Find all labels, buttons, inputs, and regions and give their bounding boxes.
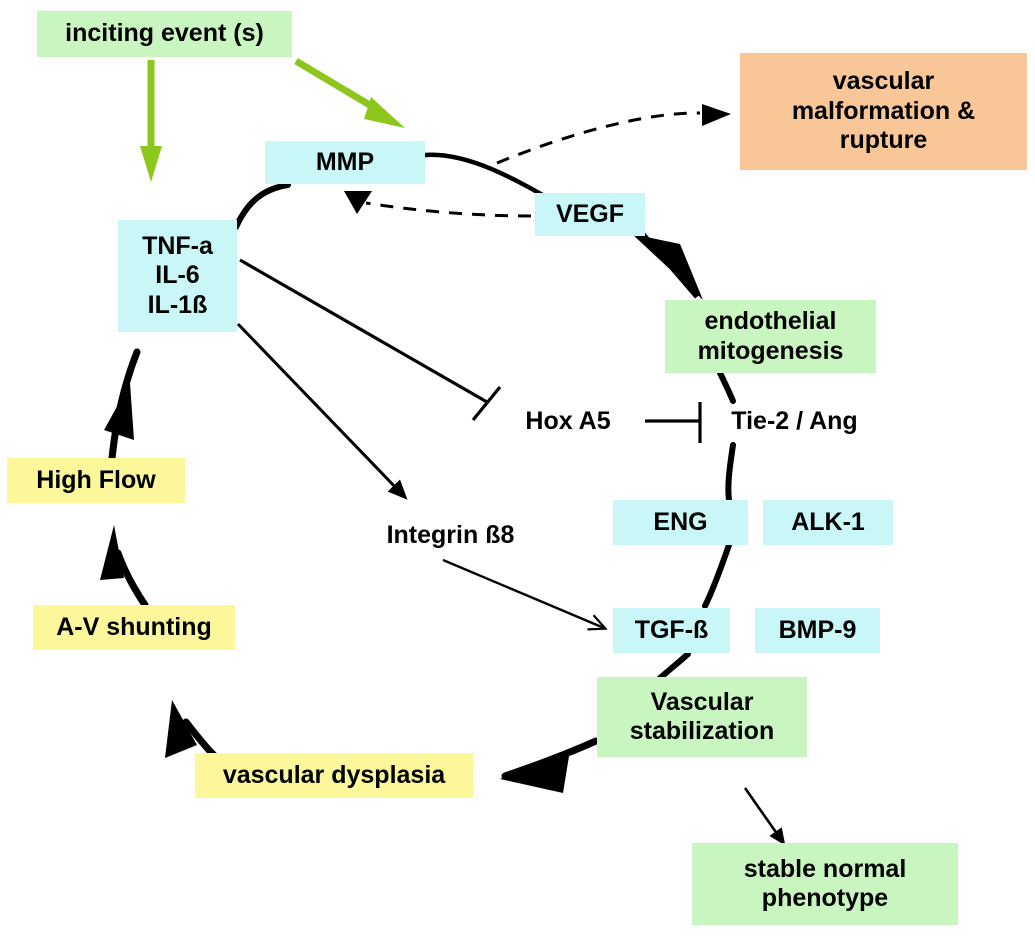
edge-cytokines-to-integrin	[236, 322, 408, 500]
edge-highflow-to-cytokines	[104, 348, 141, 462]
node-inciting-event[interactable]: inciting event (s)	[37, 11, 292, 57]
node-hox-a5[interactable]: Hox A5	[525, 406, 611, 435]
edge-integrin-to-tgfb	[442, 558, 604, 628]
edge-tie2-to-eng	[725, 442, 736, 503]
node-endothelial-mitogenesis[interactable]: endothelial mitogenesis	[665, 300, 876, 373]
node-high-flow[interactable]: High Flow	[7, 458, 185, 503]
node-stable-normal-phenotype[interactable]: stable normal phenotype	[692, 843, 958, 925]
edge-tgfb-to-stabilization	[657, 651, 691, 681]
edge-endothelial-to-tie2	[717, 370, 736, 404]
node-vegf[interactable]: VEGF	[535, 193, 645, 236]
edge-cytokines-to-mmp	[233, 182, 291, 230]
edge-hoxa5-inhibits-tie2	[645, 402, 702, 443]
node-mmp[interactable]: MMP	[265, 141, 425, 184]
node-tie2-ang[interactable]: Tie-2 / Ang	[731, 406, 858, 435]
edge-vegf-to-mmp	[344, 191, 532, 218]
edge-inciting-to-cytokines	[140, 60, 162, 182]
node-tgf-b[interactable]: TGF-ß	[613, 608, 730, 653]
node-integrin-b8[interactable]: Integrin ß8	[386, 520, 515, 549]
node-bmp-9[interactable]: BMP-9	[755, 608, 880, 653]
edge-stabilization-to-phenotype	[743, 787, 786, 846]
node-av-shunting[interactable]: A-V shunting	[33, 605, 235, 650]
edge-shunting-to-highflow	[100, 525, 149, 609]
node-eng[interactable]: ENG	[613, 500, 748, 545]
node-alk-1[interactable]: ALK-1	[763, 500, 893, 545]
edge-eng-to-tgfb	[702, 542, 732, 609]
node-vascular-malformation-rupture[interactable]: vascular malformation & rupture	[740, 53, 1027, 170]
node-vascular-dysplasia[interactable]: vascular dysplasia	[195, 753, 473, 798]
edge-inciting-to-mmp	[294, 57, 405, 128]
edge-mmp-to-malformation	[422, 104, 731, 208]
node-vascular-stabilization[interactable]: Vascular stabilization	[597, 677, 807, 757]
edge-vegf-to-endothelial	[632, 231, 703, 300]
edge-cytokines-inhibits-hoxa5	[239, 258, 502, 422]
node-cytokines[interactable]: TNF-a IL-6 IL-1ß	[118, 220, 237, 332]
edge-stabilization-to-dysplasia	[500, 737, 600, 793]
